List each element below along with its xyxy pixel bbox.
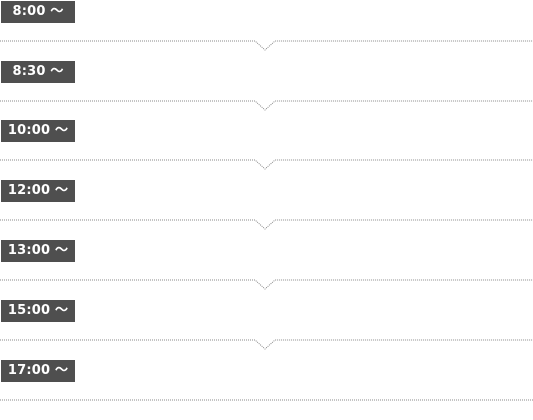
schedule-timeline: 8:00 〜 8:30 〜 10:00 〜 12:00 〜 13:00 〜 15… — [0, 1, 533, 401]
time-badge: 8:30 〜 — [1, 61, 75, 83]
arrow-divider — [0, 100, 533, 111]
time-badge: 17:00 〜 — [1, 360, 75, 382]
time-badge: 10:00 〜 — [1, 120, 75, 142]
arrow-divider — [0, 159, 533, 170]
dotted-divider — [0, 399, 533, 401]
arrow-divider — [0, 279, 533, 290]
arrow-divider — [0, 219, 533, 230]
time-badge: 8:00 〜 — [1, 1, 75, 23]
time-badge: 15:00 〜 — [1, 300, 75, 322]
time-badge: 12:00 〜 — [1, 180, 75, 202]
schedule-slot: 8:00 〜 — [0, 1, 533, 61]
schedule-slot: 8:30 〜 — [0, 61, 533, 121]
time-badge: 13:00 〜 — [1, 240, 75, 262]
arrow-divider — [0, 339, 533, 350]
schedule-slot: 17:00 〜 — [0, 360, 533, 420]
schedule-slot: 12:00 〜 — [0, 180, 533, 240]
schedule-slot: 15:00 〜 — [0, 300, 533, 360]
schedule-slot: 10:00 〜 — [0, 120, 533, 180]
schedule-slot: 13:00 〜 — [0, 240, 533, 300]
arrow-divider — [0, 40, 533, 51]
